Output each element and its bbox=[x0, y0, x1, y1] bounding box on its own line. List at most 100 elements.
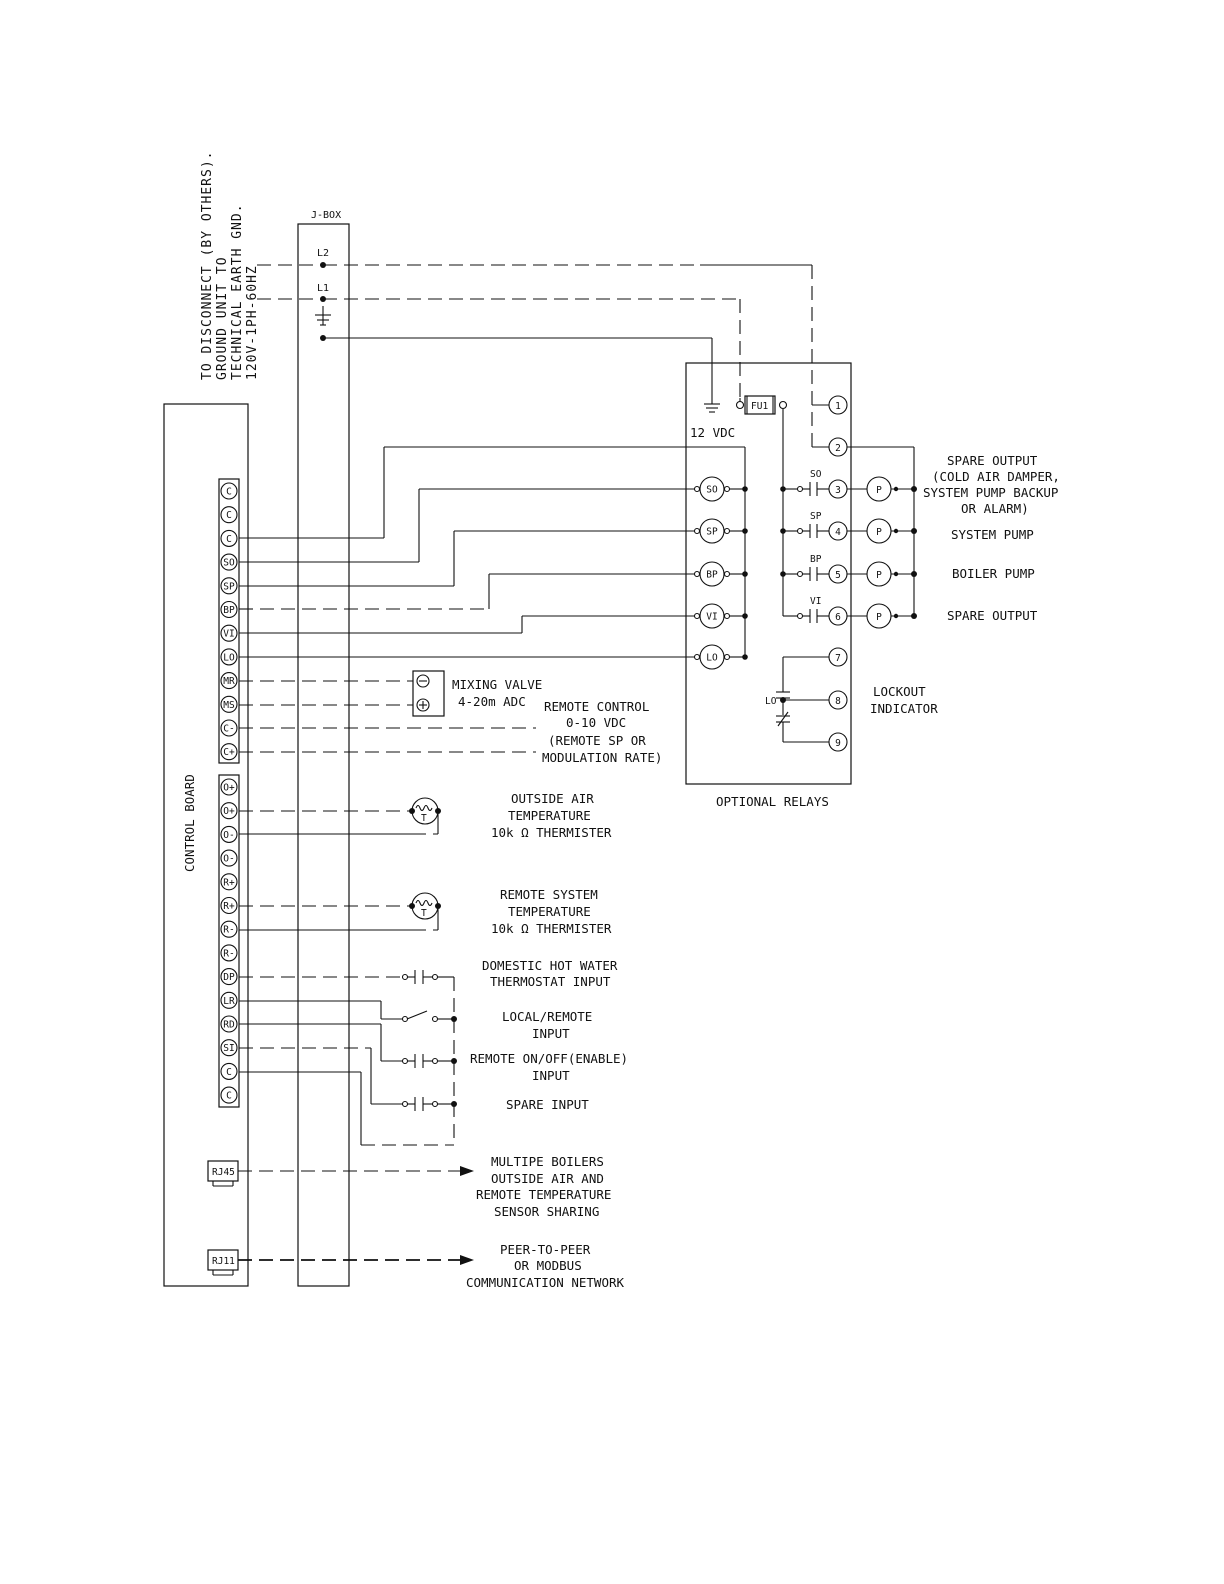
arrow-icon bbox=[460, 1166, 474, 1176]
spare-output-1-line-2: (COLD AIR DAMPER, bbox=[932, 469, 1060, 484]
terminal-label: O- bbox=[223, 854, 234, 865]
relay-terminal-number: 6 bbox=[835, 612, 841, 623]
remote-system-label-3: 10k Ω THERMISTER bbox=[491, 921, 612, 936]
outside-air-label-3: 10k Ω THERMISTER bbox=[491, 825, 612, 840]
output-labels: SPARE OUTPUT (COLD AIR DAMPER, SYSTEM PU… bbox=[870, 453, 1060, 716]
relay-terminal: 4 bbox=[828, 521, 848, 541]
terminal: LO bbox=[220, 648, 238, 666]
terminal-label: O+ bbox=[223, 806, 235, 817]
discrete-input-labels: DOMESTIC HOT WATER THERMOSTAT INPUT LOCA… bbox=[470, 958, 628, 1112]
relay-terminal: 1 bbox=[828, 395, 848, 415]
relay-terminal-number: 4 bbox=[835, 527, 841, 538]
remote-onoff-contact bbox=[401, 1054, 457, 1068]
relay-terminal-number: 3 bbox=[835, 485, 841, 496]
terminal: RD bbox=[220, 1015, 238, 1033]
relay-wiring bbox=[239, 446, 746, 753]
relay-contact-label: VI bbox=[810, 596, 821, 607]
rj45-port[interactable]: RJ45 bbox=[207, 1160, 239, 1187]
relay-terminal-number: 5 bbox=[835, 570, 841, 581]
relay-coil: SO bbox=[693, 476, 748, 502]
boiler-pump-label: BOILER PUMP bbox=[952, 566, 1035, 581]
terminal-label: C- bbox=[223, 724, 234, 735]
terminal: O- bbox=[220, 825, 238, 843]
terminal: C bbox=[220, 529, 238, 547]
terminal: SO bbox=[220, 553, 238, 571]
terminal-label: SI bbox=[223, 1043, 234, 1054]
terminal-label: C bbox=[226, 1067, 232, 1078]
network-wiring: MULTIPE BOILERS OUTSIDE AIR AND REMOTE T… bbox=[238, 1154, 625, 1290]
relay-coil: SP bbox=[693, 518, 748, 544]
outside-air-label-2: TEMPERATURE bbox=[508, 808, 591, 823]
remote-system-thermistor-symbol: T bbox=[421, 908, 427, 919]
spare-input-label: SPARE INPUT bbox=[506, 1097, 589, 1112]
rj11-port[interactable]: RJ11 bbox=[207, 1249, 239, 1276]
local-remote-label-2: INPUT bbox=[532, 1026, 570, 1041]
jbox-l2-label: L2 bbox=[317, 248, 329, 259]
terminal: C bbox=[220, 482, 238, 500]
relay-coil-label: SO bbox=[706, 485, 718, 496]
remote-system-label-1: REMOTE SYSTEM bbox=[500, 887, 598, 902]
terminal: DP bbox=[220, 968, 238, 986]
terminal-label: O- bbox=[223, 830, 234, 841]
relay-terminal: 2 bbox=[828, 437, 848, 457]
power-wiring bbox=[257, 264, 813, 447]
relay-coil: BP bbox=[693, 561, 748, 587]
remote-control-label-2: 0-10 VDC bbox=[566, 715, 626, 730]
terminal: O- bbox=[220, 849, 238, 867]
control-board-title: CONTROL BOARD bbox=[182, 774, 197, 872]
terminal: R+ bbox=[220, 896, 238, 915]
terminal-label: DP bbox=[223, 972, 235, 983]
remote-onoff-label-2: INPUT bbox=[532, 1068, 570, 1083]
fuse-fu1: FU1 bbox=[735, 395, 788, 415]
sensor-wiring bbox=[239, 810, 439, 931]
relay-terminal-number: 2 bbox=[835, 443, 841, 454]
disconnect-line-3: TECHNICAL EARTH GND. bbox=[230, 203, 245, 380]
local-remote-switch bbox=[401, 1010, 457, 1023]
terminal: MS bbox=[220, 695, 238, 713]
pump-label: P bbox=[876, 527, 882, 538]
terminal: C bbox=[220, 1062, 238, 1080]
discrete-input-wiring bbox=[239, 976, 455, 1146]
disconnect-note: TO DISCONNECT (BY OTHERS). GROUND UNIT T… bbox=[200, 151, 260, 381]
terminal: R- bbox=[220, 920, 238, 938]
terminal-label: R- bbox=[223, 925, 234, 936]
disconnect-line-2: GROUND UNIT TO bbox=[215, 256, 230, 380]
terminal-label: C bbox=[226, 1091, 232, 1102]
outside-air-label-1: OUTSIDE AIR bbox=[511, 791, 594, 806]
remote-system-thermistor-icon: T bbox=[409, 892, 441, 920]
relay-terminal: 8 bbox=[828, 690, 848, 710]
mixing-valve-label-1: MIXING VALVE bbox=[452, 677, 542, 692]
relay-ground-icon bbox=[704, 398, 720, 413]
disconnect-line-4: 120V-1PH-60HZ bbox=[245, 265, 260, 380]
relay-coil: LO bbox=[693, 644, 748, 670]
mixing-valve-label-2: 4-20m ADC bbox=[458, 694, 526, 709]
pump-icon: P bbox=[847, 518, 917, 544]
relay-terminal: 6 bbox=[828, 606, 848, 626]
pump-label: P bbox=[876, 612, 882, 623]
multiple-boilers-label-2: OUTSIDE AIR AND bbox=[491, 1171, 604, 1186]
terminal-label: SP bbox=[223, 581, 235, 592]
terminal: R+ bbox=[220, 873, 238, 891]
terminal-label: C bbox=[226, 534, 232, 545]
remote-control-label-3: (REMOTE SP OR bbox=[548, 733, 646, 748]
jbox-enclosure bbox=[297, 223, 350, 1287]
jbox: J-BOX L2 L1 bbox=[297, 210, 350, 1287]
remote-onoff-label-1: REMOTE ON/OFF(ENABLE) bbox=[470, 1051, 628, 1066]
outside-air-thermistor-symbol: T bbox=[421, 813, 427, 824]
pump-label: P bbox=[876, 485, 882, 496]
terminal-strip-lower bbox=[218, 774, 240, 1108]
lo-contact-label: LO bbox=[765, 696, 777, 707]
relay-coil-label: BP bbox=[706, 570, 718, 581]
dhw-label-1: DOMESTIC HOT WATER bbox=[482, 958, 618, 973]
pump-icon: P bbox=[847, 561, 917, 587]
pump-icon: P bbox=[847, 603, 917, 629]
relay-terminal: 3 bbox=[828, 479, 848, 499]
terminal: C bbox=[220, 506, 238, 524]
peer-label-1: PEER-TO-PEER bbox=[500, 1242, 591, 1257]
relay-coil-label: LO bbox=[706, 653, 718, 664]
terminal-label: BP bbox=[223, 605, 235, 616]
